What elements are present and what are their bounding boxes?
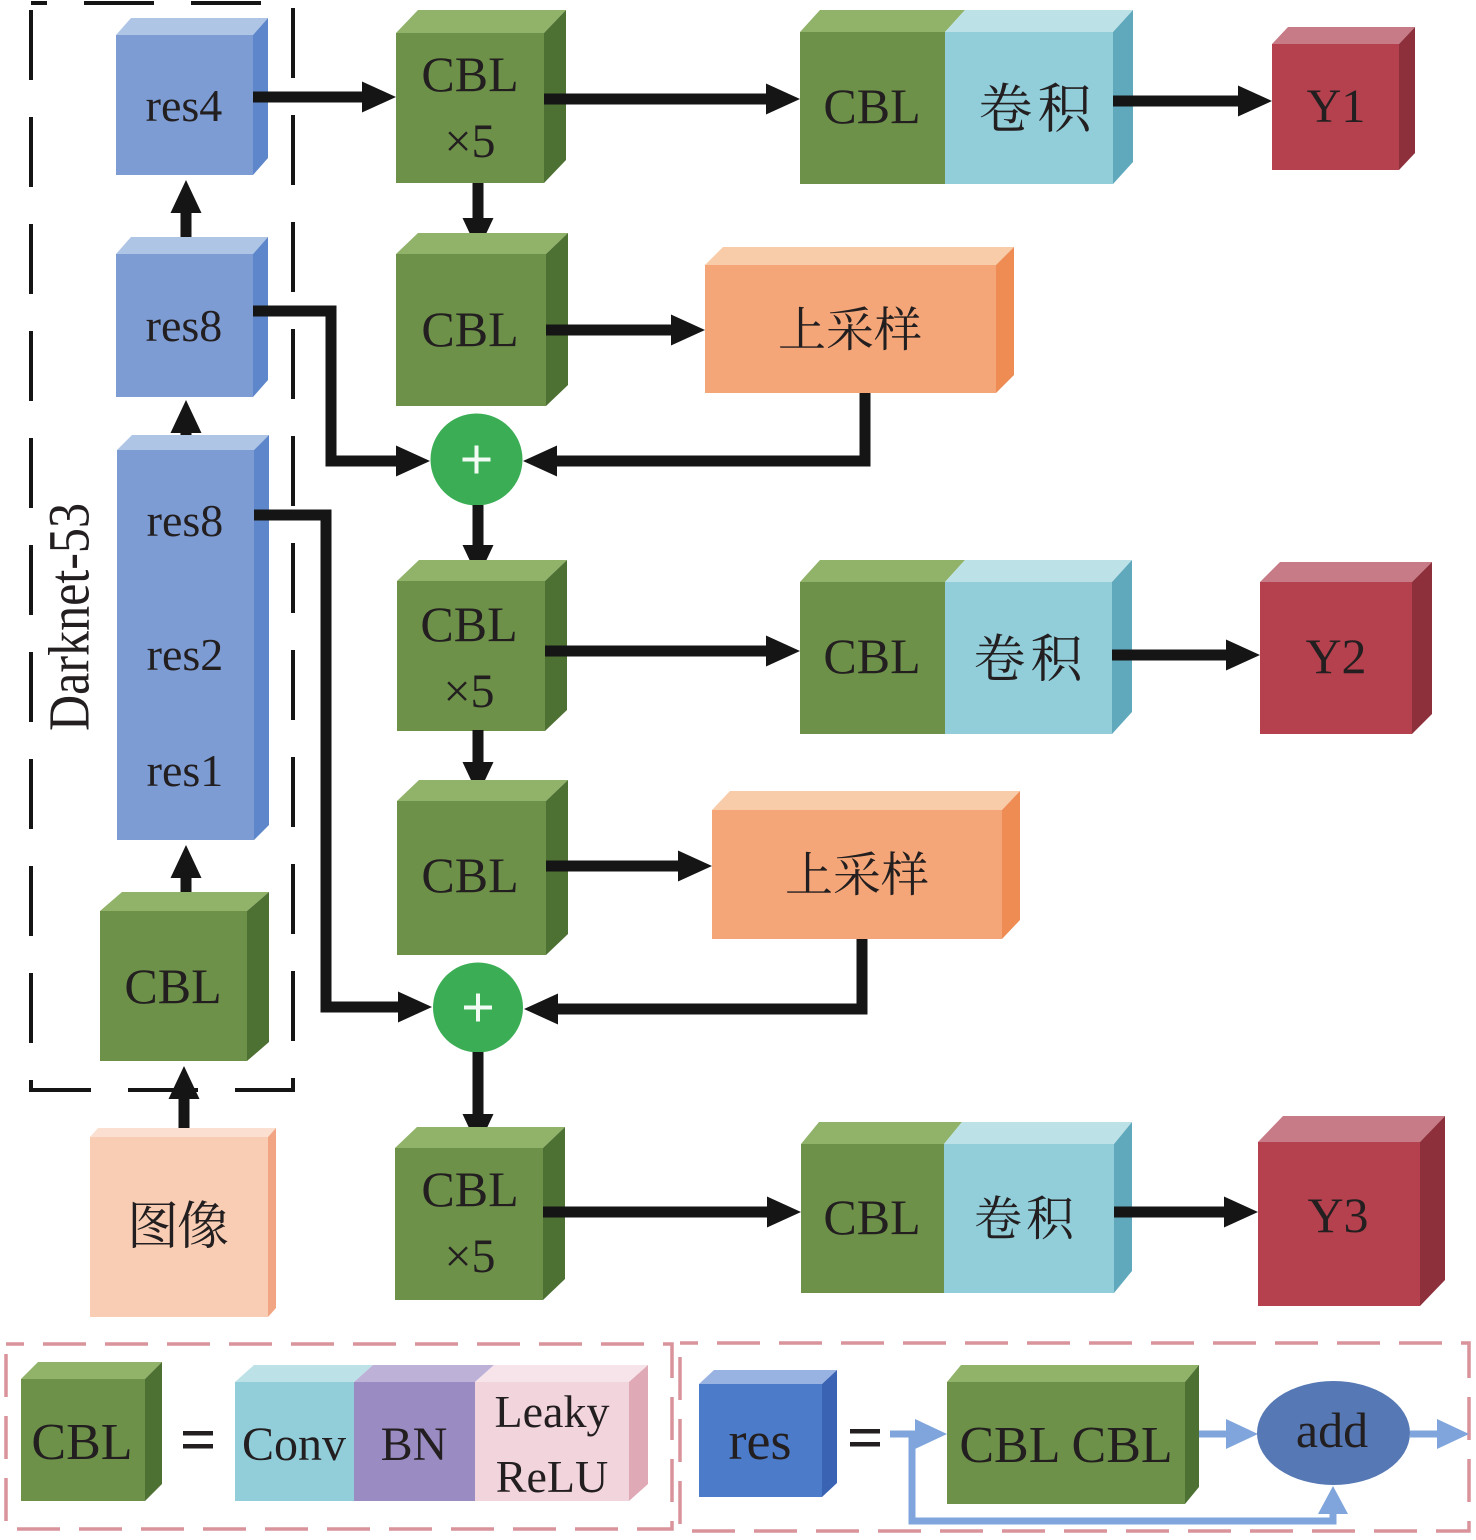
svg-text:×5: ×5 (444, 115, 495, 168)
svg-text:CBL: CBL (420, 596, 517, 652)
svg-text:CBL: CBL (124, 958, 221, 1014)
svg-text:CBL: CBL (823, 628, 920, 684)
svg-text:CBL: CBL (421, 1161, 518, 1217)
svg-text:Y2: Y2 (1305, 628, 1366, 684)
svg-text:res: res (729, 1411, 792, 1471)
svg-text:res8: res8 (147, 495, 224, 546)
svg-text:res8: res8 (146, 300, 223, 351)
svg-text:CBL CBL: CBL CBL (959, 1417, 1172, 1474)
svg-text:res4: res4 (146, 80, 223, 131)
svg-text:res2: res2 (147, 629, 224, 680)
svg-text:CBL: CBL (823, 1189, 920, 1245)
svg-text:Y3: Y3 (1307, 1187, 1368, 1243)
svg-text:BN: BN (381, 1418, 448, 1471)
svg-text:×5: ×5 (444, 1230, 495, 1283)
svg-text:Conv: Conv (242, 1418, 346, 1471)
svg-text:Darknet-53: Darknet-53 (37, 503, 102, 731)
svg-text:ReLU: ReLU (496, 1451, 608, 1502)
svg-text:×5: ×5 (443, 665, 494, 718)
svg-text:Leaky: Leaky (495, 1386, 610, 1437)
svg-text:CBL: CBL (31, 1414, 132, 1471)
svg-text:CBL: CBL (823, 78, 920, 134)
svg-text:Y1: Y1 (1307, 80, 1366, 133)
svg-text:res1: res1 (147, 745, 224, 796)
svg-text:add: add (1296, 1402, 1368, 1458)
svg-text:CBL: CBL (421, 301, 518, 357)
svg-text:CBL: CBL (421, 847, 518, 903)
svg-text:CBL: CBL (421, 46, 518, 102)
